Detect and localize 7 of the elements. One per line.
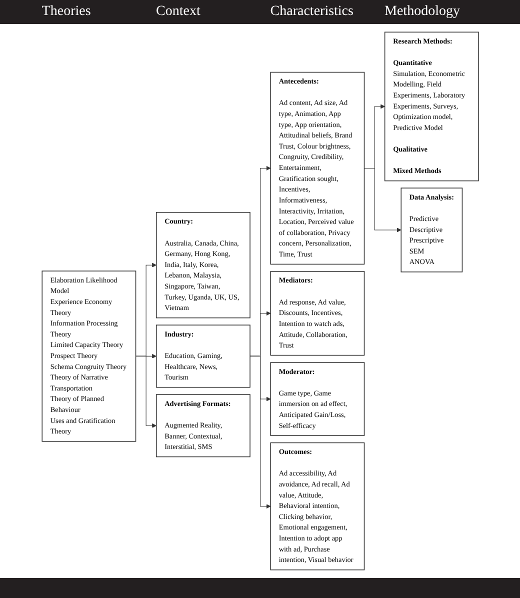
column-heading: Context — [156, 3, 200, 21]
column-heading: Theories — [42, 3, 91, 21]
column-heading: Characteristics — [270, 3, 354, 21]
arrow — [364, 168, 401, 232]
arrow — [135, 356, 156, 428]
arrow — [249, 356, 270, 509]
column-heading: Methodology — [384, 3, 460, 21]
